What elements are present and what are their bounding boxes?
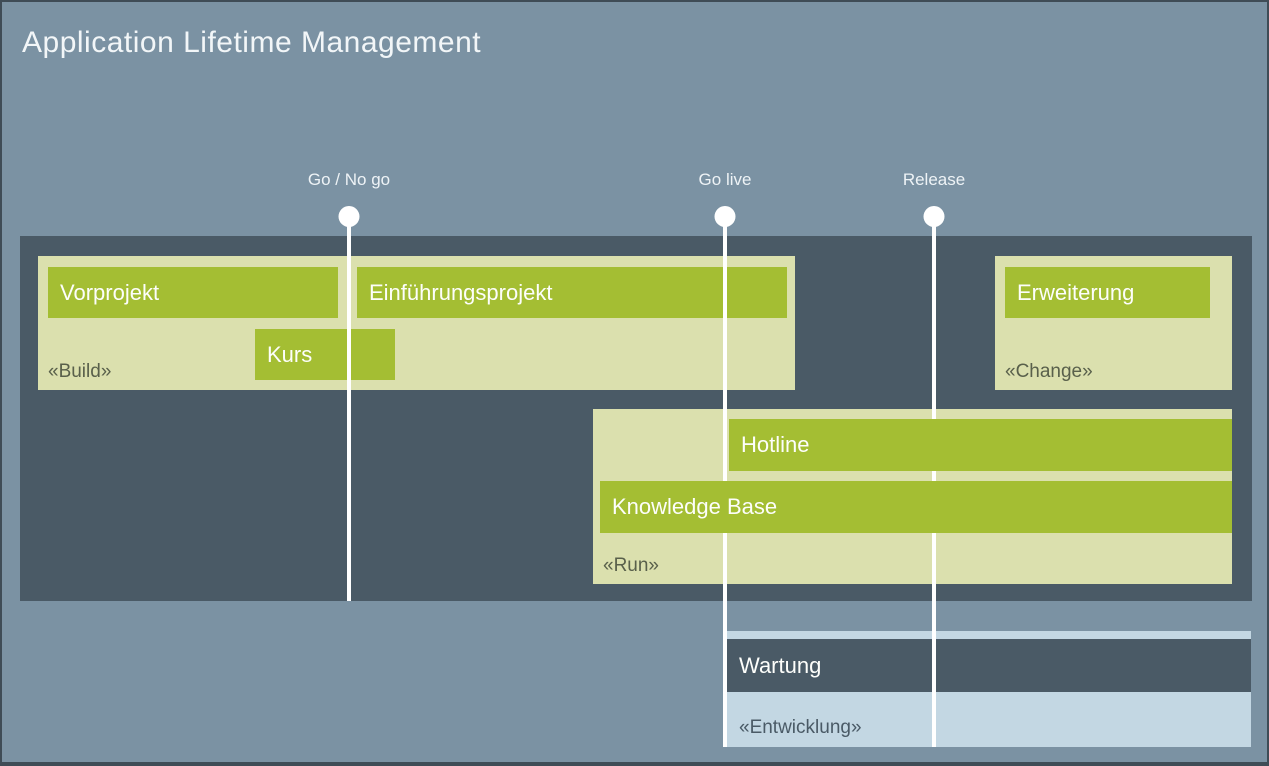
page-title: Application Lifetime Management: [22, 26, 482, 59]
milestone-label-go-no-go: Go / No go: [307, 170, 391, 189]
task-knowledge-base: Knowledge Base: [600, 481, 1232, 533]
phase-label-entwicklung: «Entwicklung»: [739, 717, 862, 738]
milestone-label-release: Release: [902, 170, 966, 189]
phase-box-entwicklung: Wartung «Entwicklung»: [727, 631, 1251, 747]
task-erweiterung: Erweiterung: [1005, 267, 1210, 318]
milestone-line-go-no-go: [347, 224, 351, 601]
milestone-dot-release: [923, 206, 945, 227]
task-hotline: Hotline: [729, 419, 1232, 471]
task-kurs: Kurs: [255, 329, 395, 380]
phase-label-change: «Change»: [1005, 361, 1093, 382]
task-einfuehrungsprojekt: Einführungsprojekt: [357, 267, 787, 318]
phase-label-run: «Run»: [603, 555, 659, 576]
task-wartung: Wartung: [727, 639, 1251, 692]
task-vorprojekt: Vorprojekt: [48, 267, 338, 318]
milestone-dot-go-no-go: [338, 206, 360, 227]
milestone-label-go-live: Go live: [698, 170, 752, 189]
phase-label-build: «Build»: [48, 361, 112, 382]
milestone-dot-go-live: [714, 206, 736, 227]
